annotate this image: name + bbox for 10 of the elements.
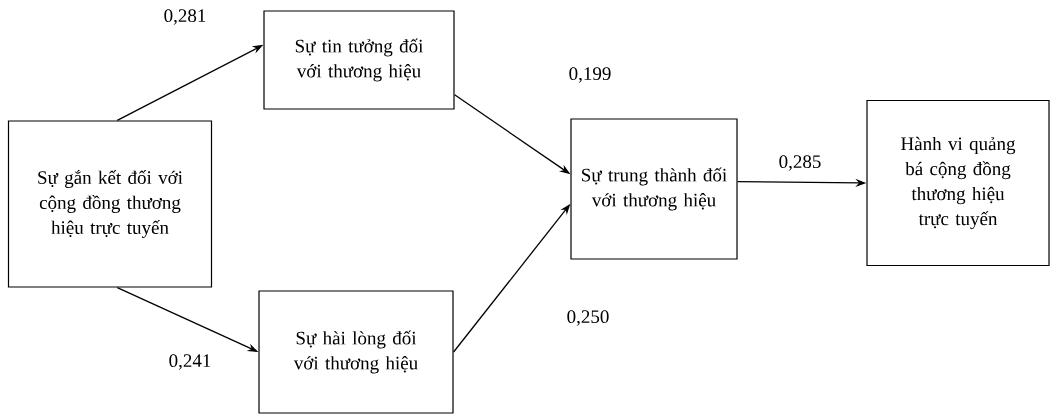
edge-label: 0,285 xyxy=(777,154,823,172)
edge-label: 0,281 xyxy=(162,8,208,26)
process-box: Sự trung thành đối với thương hiệu xyxy=(570,118,738,260)
edge-label: 0,250 xyxy=(565,309,611,327)
process-box: Sự hài lòng đối với thương hiệu xyxy=(258,290,454,414)
edge-label: 0,241 xyxy=(167,353,213,371)
process-box: Hành vi quảng bá cộng đồng thương hiệu trực tuyến xyxy=(866,99,1050,267)
process-box: Sự gắn kết đối với cộng đồng thương hiệu trực tuyến xyxy=(7,120,213,288)
process-box: Sự tin tưởng đối với thương hiệu xyxy=(263,10,455,110)
edge-label: 0,199 xyxy=(567,66,613,84)
